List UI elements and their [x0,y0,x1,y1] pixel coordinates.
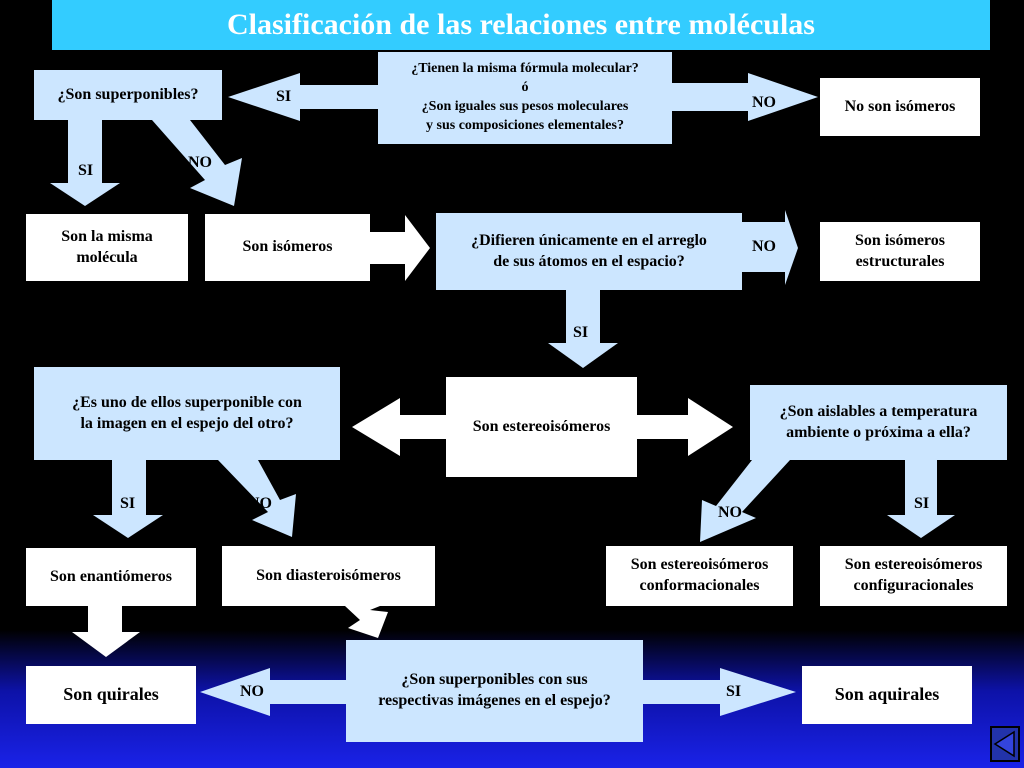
page-title: Clasificación de las relaciones entre mo… [52,0,990,50]
label-no: NO [240,683,264,700]
question-aislables: ¿Son aislables a temperatura ambiente o … [750,385,1007,460]
answer-no-isomeros: No son isómeros [820,78,980,136]
arrow-aislables-si [887,460,955,538]
arrow-aislables-no [700,460,790,542]
question-difieren: ¿Difieren únicamente en el arreglo de su… [436,213,742,290]
arrow-espejo-si [93,460,163,538]
arrow-espejo-final-no [200,668,346,716]
arrow-isomeros-to-difieren [370,215,430,281]
answer-estereoisomeros: Son estereoisómeros [446,377,637,477]
answer-misma-molecula: Son la misma molécula [26,214,188,281]
answer-diasteroisomeros: Son diasteroisómeros [222,546,435,606]
answer-isomeros-estructurales: Son isómeros estructurales [820,222,980,281]
label-no: NO [248,495,272,512]
arrow-difieren-no [742,210,798,285]
answer-isomeros: Son isómeros [205,214,370,281]
triangle-left-icon [993,730,1015,758]
arrow-enantiomeros-down [72,606,140,657]
question-same-formula: ¿Tienen la misma fórmula molecular? ó ¿S… [378,52,672,144]
label-si: SI [914,495,930,512]
arrow-formula-to-superponibles [228,73,378,121]
prev-slide-button[interactable] [990,726,1020,762]
label-no: NO [752,238,776,255]
answer-enantiomeros: Son enantiómeros [26,548,196,606]
answer-quirales: Son quirales [26,666,196,724]
label-no: NO [718,504,742,521]
label-si: SI [78,162,94,179]
arrow-estereo-left [352,398,446,456]
arrow-superponibles-si [50,120,120,206]
arrow-estereo-right [637,398,733,456]
label-si: SI [120,495,136,512]
answer-conformacionales: Son estereoisómeros conformacionales [606,546,793,606]
question-superponibles-espejo: ¿Son superponibles con sus respectivas i… [346,640,643,742]
label-si: SI [276,88,292,105]
answer-aquirales: Son aquirales [802,666,972,724]
label-no: NO [188,154,212,171]
arrow-superponibles-no [152,120,242,206]
label-si: SI [726,683,742,700]
arrow-espejo-no [218,460,296,537]
arrow-formula-to-no-isomeros [672,73,818,121]
arrow-difieren-si [548,290,618,368]
label-no: NO [752,94,776,111]
question-superponibles: ¿Son superponibles? [34,70,222,120]
question-imagen-espejo: ¿Es uno de ellos superponible con la ima… [34,367,340,460]
arrow-espejo-final-si [643,668,796,716]
label-si: SI [573,324,589,341]
arrow-diastero-down [345,606,388,638]
answer-configuracionales: Son estereoisómeros configuracionales [820,546,1007,606]
